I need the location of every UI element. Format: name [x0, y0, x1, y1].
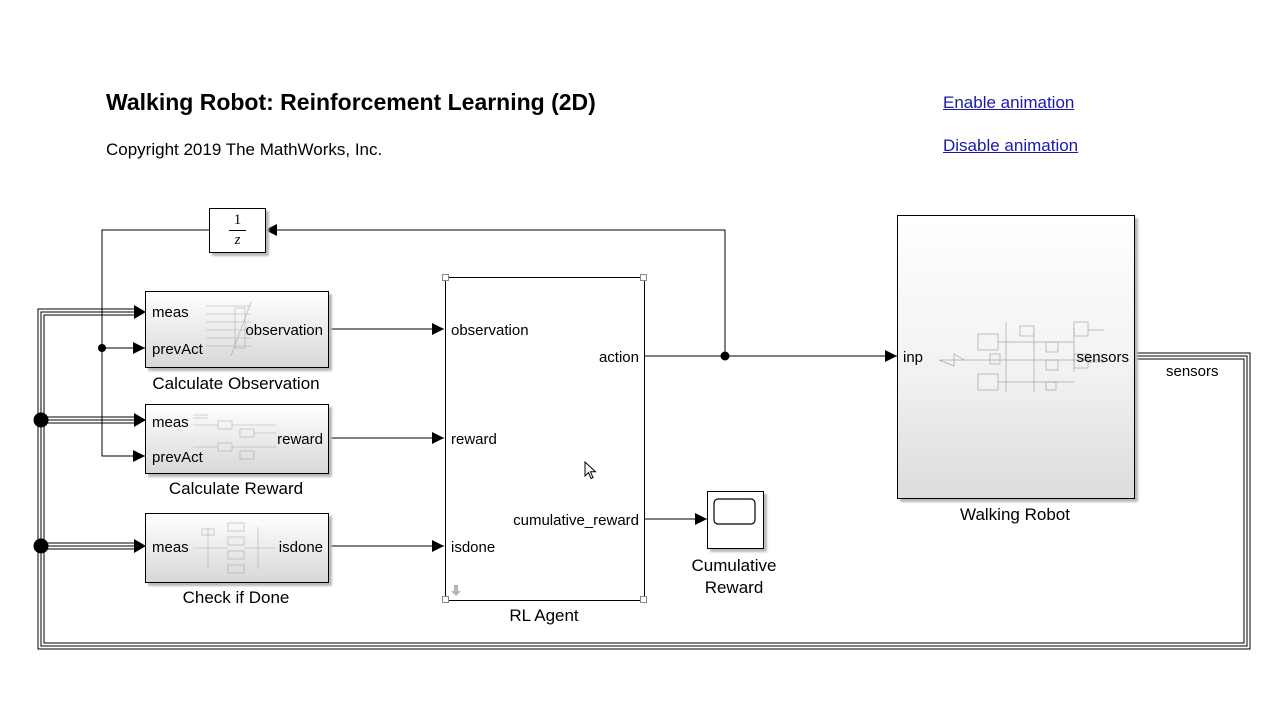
port-reward-in: reward: [451, 431, 497, 448]
disable-animation-link[interactable]: Disable animation: [943, 136, 1079, 155]
port-meas: meas: [152, 414, 189, 431]
port-inp: inp: [903, 349, 924, 366]
port-reward-out: reward: [277, 431, 323, 448]
walking-robot-block[interactable]: inp sensors: [897, 215, 1135, 499]
port-action-out: action: [598, 349, 639, 366]
branch-point-sensors-reward: [33, 412, 49, 428]
cumulative-reward-label-line2: Reward: [704, 578, 764, 597]
port-prevact: prevAct: [152, 449, 203, 466]
selection-handle-top-right[interactable]: [640, 274, 647, 281]
subsystem-thumbnail-icon: [193, 522, 276, 574]
calculate-reward-label: Calculate Reward: [168, 479, 304, 498]
wire-action-feedback[interactable]: [265, 224, 726, 356]
wire-prevact-reward[interactable]: [101, 229, 209, 462]
rl-agent-label: RL Agent: [509, 606, 579, 625]
walking-robot-label: Walking Robot: [960, 505, 1070, 524]
branch-point-action: [720, 351, 730, 361]
unit-delay-denominator: z: [234, 232, 241, 248]
port-meas: meas: [152, 304, 189, 321]
unit-delay-numerator: 1: [233, 212, 242, 228]
enable-animation-link[interactable]: Enable animation: [943, 93, 1075, 112]
check-if-done-block[interactable]: meas isdone: [145, 513, 329, 583]
subsystem-thumbnail-icon: [206, 301, 252, 357]
branch-point-prevact: [98, 344, 106, 352]
mouse-pointer-icon: [584, 461, 597, 480]
wire-sensors-bus[interactable]: [37, 308, 1251, 650]
port-meas: meas: [152, 539, 189, 556]
unit-delay-fraction-bar: [229, 230, 246, 231]
branch-point-sensors-done: [33, 538, 49, 554]
calculate-reward-block[interactable]: meas prevAct reward: [145, 404, 329, 474]
selection-handle-bottom-left[interactable]: [442, 596, 449, 603]
cumulative-reward-scope-block[interactable]: [707, 491, 764, 549]
resize-arrow-icon: [451, 585, 461, 596]
port-isdone-in: isdone: [451, 539, 496, 556]
subsystem-thumbnail-icon: [938, 321, 1104, 392]
unit-delay-block[interactable]: 1 z: [209, 208, 266, 253]
model-title: Walking Robot: Reinforcement Learning (2…: [106, 89, 596, 115]
calculate-observation-label: Calculate Observation: [152, 374, 320, 393]
check-if-done-label: Check if Done: [182, 588, 290, 607]
port-observation-in: observation: [451, 322, 529, 339]
port-isdone-out: isdone: [278, 539, 323, 556]
cumulative-reward-label-line1: Cumulative: [691, 556, 777, 575]
scope-display-icon: [713, 498, 756, 525]
selection-handle-top-left[interactable]: [442, 274, 449, 281]
port-sensors-out: sensors: [1076, 349, 1129, 366]
subsystem-thumbnail-icon: [193, 414, 276, 460]
calculate-observation-block[interactable]: meas prevAct observation: [145, 291, 329, 368]
signal-label-sensors[interactable]: sensors: [1166, 363, 1219, 380]
cumulative-reward-label: Cumulative Reward: [670, 555, 798, 599]
port-cumulative-reward-out: cumulative_reward: [513, 512, 639, 529]
selection-handle-bottom-right[interactable]: [640, 596, 647, 603]
copyright-text: Copyright 2019 The MathWorks, Inc.: [106, 140, 383, 159]
port-prevact: prevAct: [152, 341, 203, 358]
port-observation-out: observation: [245, 322, 323, 339]
rl-agent-block[interactable]: observation reward isdone action cumulat…: [445, 277, 645, 601]
